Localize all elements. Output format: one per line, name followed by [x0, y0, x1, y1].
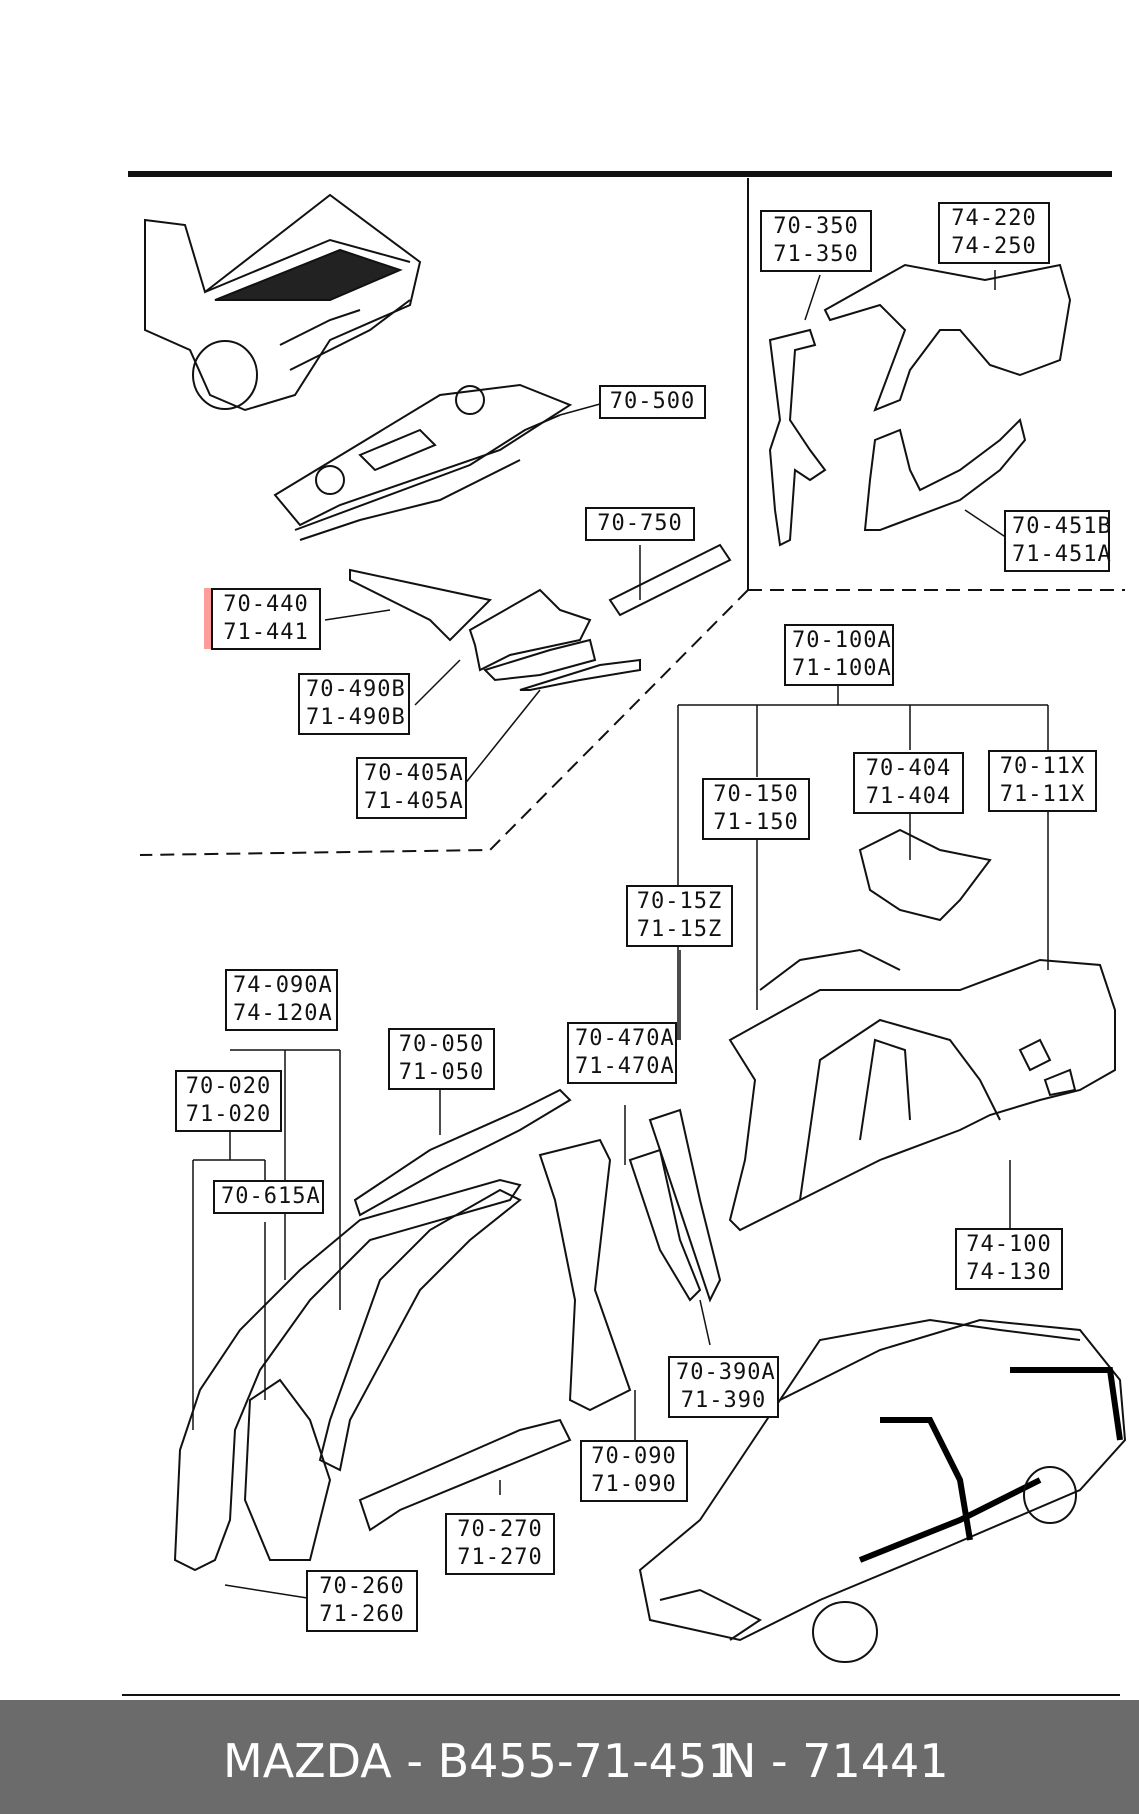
callout-74-220: 74-220 74-250: [938, 202, 1050, 264]
callout-line: 74-100: [966, 1232, 1052, 1257]
diagram-linework: [122, 171, 1127, 1696]
callout-70-150: 70-150 71-150: [702, 778, 810, 840]
callout-line: 71-404: [865, 784, 952, 809]
callout-line: 70-090: [591, 1444, 677, 1469]
parcel-shelf-part: [273, 383, 573, 541]
callout-line: 71-390: [680, 1388, 767, 1413]
callout-line: 71-451A: [1012, 542, 1112, 567]
small-car-sketch: [638, 1318, 1127, 1663]
callout-70-260: 70-260 71-260: [306, 1570, 418, 1632]
parts-diagram: 70-500 70-750 70-440 71-441 70-490B 71-4…: [122, 171, 1127, 1696]
callout-line: 70-100A: [792, 628, 892, 653]
callout-70-390a: 70-390A 71-390: [668, 1356, 779, 1418]
callout-line: 74-120A: [233, 1001, 333, 1026]
callout-line: 71-490B: [306, 705, 406, 730]
part-number-text: MAZDA - B455-71-451: [223, 1734, 737, 1788]
callout-70-500: 70-500: [599, 385, 706, 419]
reference-number-text: N - 71441: [722, 1734, 949, 1788]
callout-line: 70-750: [597, 511, 683, 536]
callout-70-404: 70-404 71-404: [853, 752, 964, 814]
callout-70-090: 70-090 71-090: [580, 1440, 688, 1502]
body-side-outer-part: [728, 828, 1116, 1232]
callout-line: 71-090: [591, 1472, 677, 1497]
callout-line: 71-260: [319, 1602, 405, 1627]
callout-70-750: 70-750: [585, 507, 695, 541]
callout-line: 70-490B: [306, 677, 406, 702]
callout-line: 71-441: [223, 620, 309, 645]
callout-line: 70-020: [185, 1074, 272, 1099]
callout-70-490b: 70-490B 71-490B: [298, 673, 410, 735]
callout-line: 71-020: [185, 1102, 272, 1127]
callout-70-050: 70-050 71-050: [388, 1028, 495, 1090]
callout-line: 71-405A: [364, 789, 464, 814]
callout-line: 70-11X: [999, 754, 1086, 779]
callout-line: 71-350: [773, 242, 859, 267]
callout-70-350: 70-350 71-350: [760, 210, 872, 272]
callout-line: 74-220: [951, 206, 1037, 231]
callout-line: 70-615A: [221, 1184, 321, 1209]
callout-70-270: 70-270 71-270: [445, 1513, 555, 1575]
callout-line: 71-470A: [575, 1054, 675, 1079]
callout-line: 71-270: [457, 1545, 543, 1570]
callout-74-090a: 74-090A 74-120A: [225, 969, 338, 1031]
callout-line: 71-11X: [999, 782, 1086, 807]
footer-bar: MAZDA - B455-71-451 N - 71441: [0, 1700, 1139, 1814]
callout-line: 70-050: [398, 1032, 485, 1057]
callout-70-615a: 70-615A: [213, 1180, 324, 1214]
quarter-inner-parts: [768, 263, 1072, 547]
callout-70-405a: 70-405A 71-405A: [356, 757, 467, 819]
callout-line: 74-090A: [233, 973, 333, 998]
callout-line: 70-470A: [575, 1026, 675, 1051]
frame-dashed-line-2: [139, 589, 749, 856]
callout-line: 71-15Z: [636, 917, 723, 942]
front-pillar-parts: [173, 1088, 722, 1572]
callout-line: 70-270: [457, 1517, 543, 1542]
callout-line: 71-050: [398, 1060, 485, 1085]
callout-line: 70-350: [773, 214, 859, 239]
callout-70-440: 70-440 71-441: [211, 588, 321, 650]
callout-70-15z: 70-15Z 71-15Z: [626, 885, 733, 947]
callout-line: 70-15Z: [636, 889, 723, 914]
callout-line: 71-150: [713, 810, 799, 835]
callout-70-11x: 70-11X 71-11X: [988, 750, 1097, 812]
callout-line: 70-405A: [364, 761, 464, 786]
callout-line: 70-390A: [676, 1360, 776, 1385]
callout-line: 74-130: [966, 1260, 1052, 1285]
callout-70-020: 70-020 71-020: [175, 1070, 282, 1132]
callout-line: 70-260: [319, 1574, 405, 1599]
callout-line: 74-250: [951, 234, 1037, 259]
callout-line: 70-440: [223, 592, 309, 617]
callout-70-100a: 70-100A 71-100A: [784, 624, 894, 686]
callout-line: 70-150: [713, 782, 799, 807]
callout-line: 70-404: [865, 756, 952, 781]
callout-74-100: 74-100 74-130: [955, 1228, 1063, 1290]
rear-panel-part: [349, 543, 732, 691]
callout-70-470a: 70-470A 71-470A: [567, 1022, 677, 1084]
callout-line: 70-500: [609, 389, 696, 414]
rear-car-sketch: [144, 193, 422, 412]
callout-line: 71-100A: [792, 656, 892, 681]
leader-lines: [192, 270, 1049, 1601]
callout-70-451b: 70-451B 71-451A: [1004, 510, 1112, 572]
callout-line: 70-451B: [1012, 514, 1112, 539]
